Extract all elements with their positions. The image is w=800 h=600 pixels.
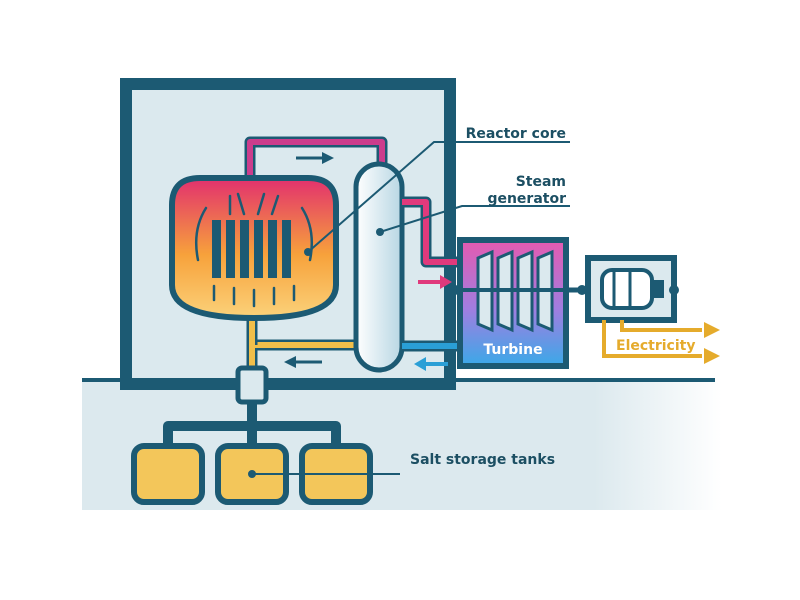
flow-arrow-icon [296,152,334,164]
generator [585,255,679,323]
leader-dots [248,228,384,478]
storage-tank [131,443,205,505]
reactor-core [169,175,339,322]
electricity-output [602,320,702,358]
electricity-arrow-icon [704,322,720,364]
steam-generator-label-line2: generator [487,191,566,207]
drain-valve [235,365,269,405]
steam-generator-label-line1: Steam [516,174,566,190]
reactor-core-label: Reactor core [466,126,566,142]
steam-line [402,196,462,268]
turbine: Turbine [453,237,587,369]
turbine-label: Turbine [483,342,542,358]
flow-arrow-icon [284,356,322,368]
flow-arrow-icon [414,357,448,371]
steam-generator [353,161,405,373]
leader-lines [252,141,570,475]
hot-salt-pipe [244,136,388,194]
flow-arrow-icon [195,192,313,308]
salt-storage-tanks-label: Salt storage tanks [410,452,555,468]
flow-arrow-icon [418,275,452,289]
fuel-channels [212,220,291,278]
electricity-label: Electricity [616,338,695,354]
